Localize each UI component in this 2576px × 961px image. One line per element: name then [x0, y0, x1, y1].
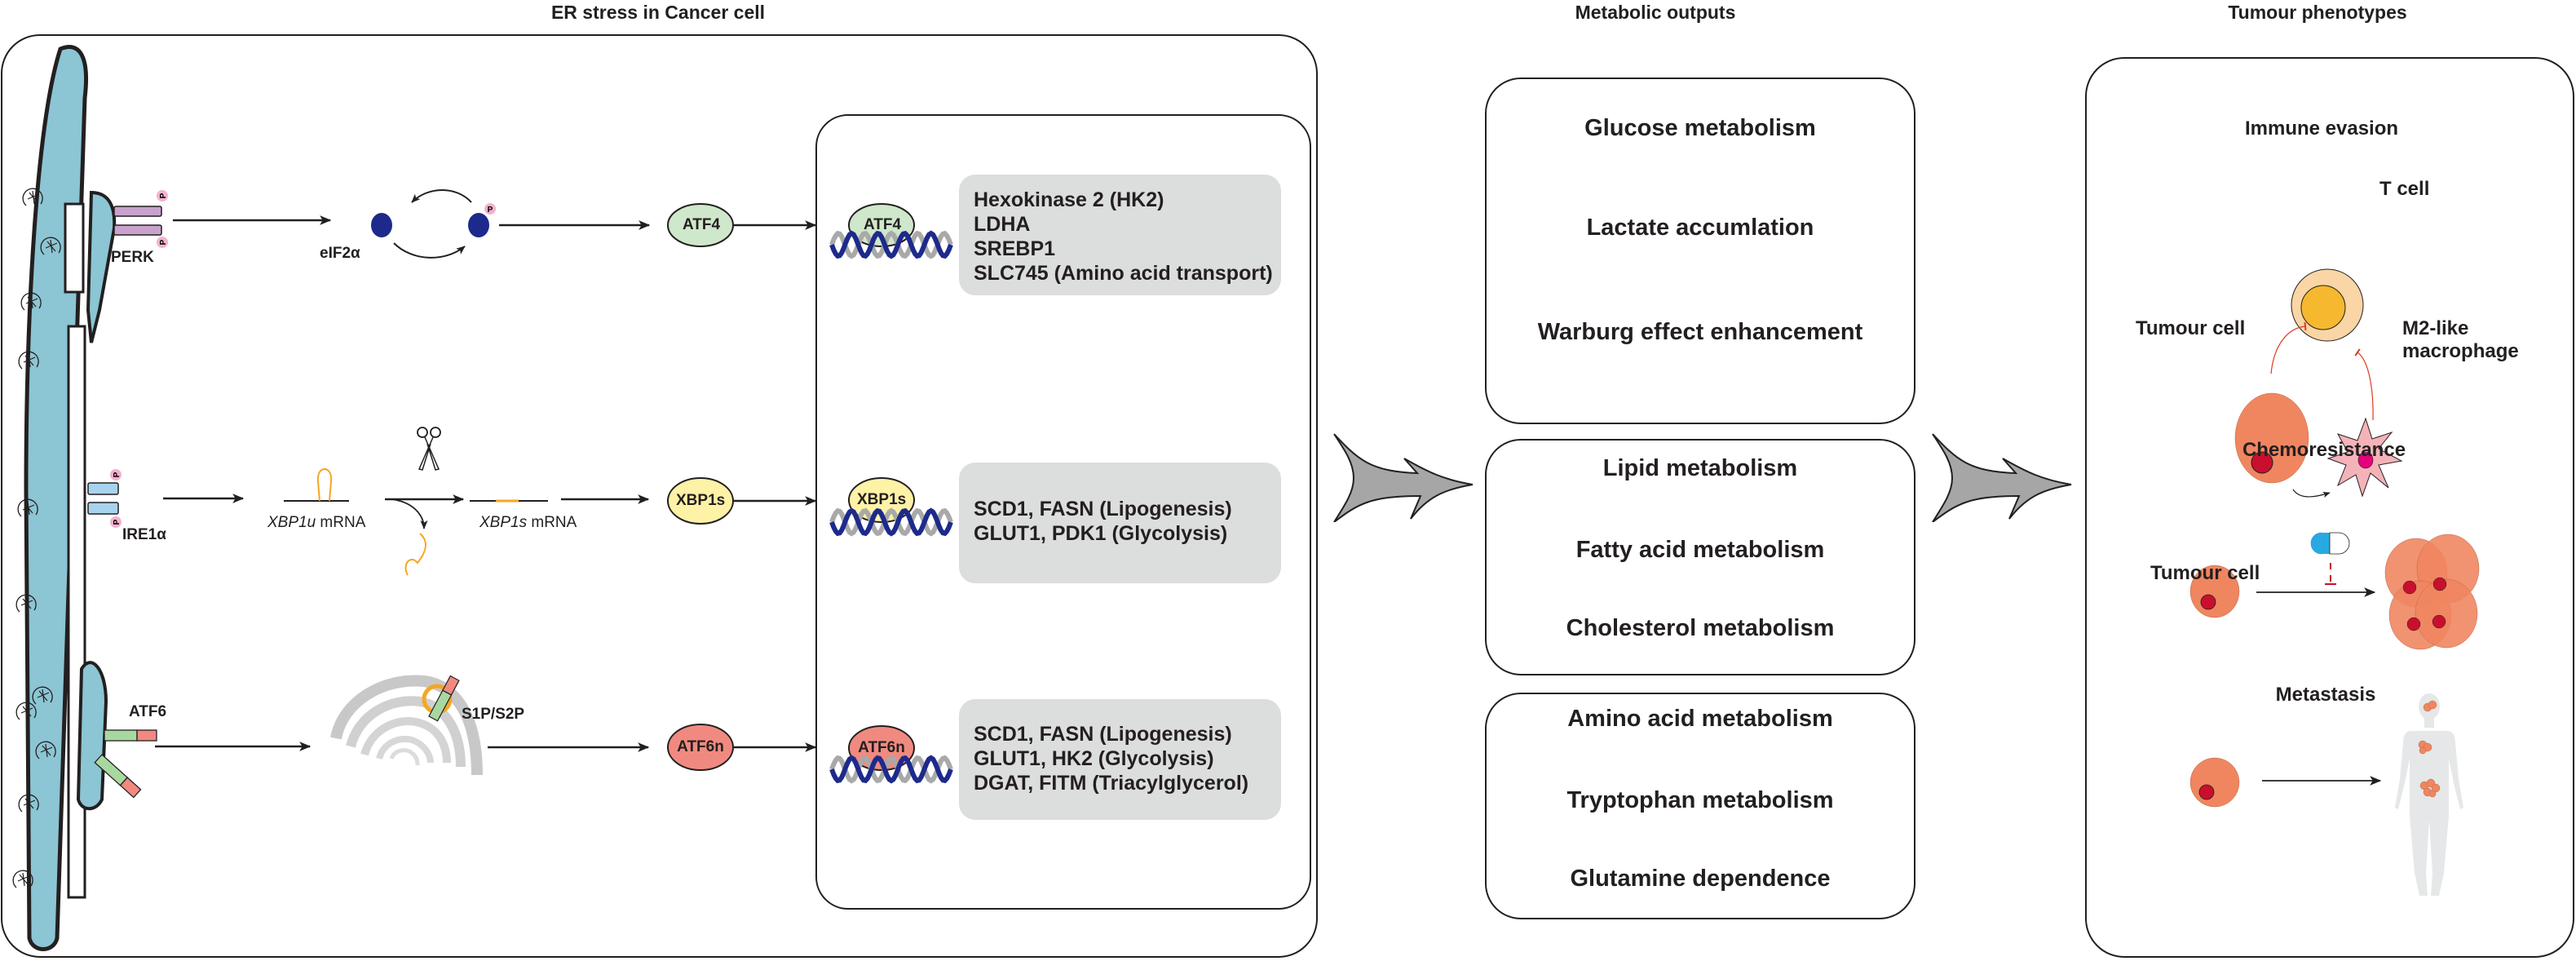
xbp1u-mrna-label: XBP1u mRNA	[267, 514, 365, 532]
big-arrow-2-icon	[1932, 433, 2072, 522]
metabolic-item: Amino acid metabolism	[1567, 706, 1833, 732]
atf6n-cytoplasm-node	[667, 724, 734, 771]
phenotypes-drawing	[2189, 268, 2480, 896]
atf6n-cyto-label: ATF6n	[677, 738, 724, 755]
xbp1u-mrna-icon	[284, 468, 349, 502]
drug-inhibition-line	[2325, 563, 2336, 585]
xbp1s-italic: XBP1s	[479, 514, 528, 531]
excised-intron-icon	[404, 533, 426, 576]
svg-text:P: P	[113, 472, 122, 477]
xbp1s-cyto-label: XBP1s	[676, 492, 726, 509]
metastasis-title: Metastasis	[2275, 684, 2376, 706]
tumour-cell-icon	[2234, 392, 2309, 484]
xbp1u-suffix: mRNA	[316, 514, 366, 531]
gene-item: GLUT1, HK2 (Glycolysis)	[974, 747, 1214, 770]
xbp1u-italic: XBP1u	[267, 514, 316, 531]
er-stress-header: ER stress in Cancer cell	[550, 2, 766, 23]
perk-label: PERK	[111, 249, 154, 266]
tumour-phenotypes-panel	[2085, 57, 2574, 958]
gene-item: DGAT, FITM (Triacylglycerol)	[974, 772, 1249, 795]
gene-item: SCD1, FASN (Lipogenesis)	[974, 498, 1232, 520]
immune-evasion-title: Immune evasion	[2244, 117, 2399, 140]
m2-macrophage-icon	[2326, 417, 2403, 498]
er-membrane-shape	[24, 45, 117, 951]
tumour-cell-label: Tumour cell	[2136, 317, 2246, 339]
s1p-s2p-label: S1P/S2P	[462, 706, 525, 723]
ire1-receptor-icon: P P	[87, 469, 122, 528]
metabolic-item: Glutamine dependence	[1570, 866, 1831, 892]
tumour-cluster-icon	[2384, 534, 2480, 650]
metabolic-item: Tryptophan metabolism	[1566, 787, 1834, 813]
gene-item: SREBP1	[974, 237, 1056, 260]
atf6-protein-icon	[94, 729, 157, 799]
svg-text:P: P	[488, 206, 493, 215]
atf6-label: ATF6	[129, 703, 167, 720]
arrow-intron-removed	[391, 498, 428, 529]
eif2a-label: eIF2α	[320, 245, 360, 262]
atf4-nuclear-label: ATF4	[864, 216, 902, 233]
er-pathways-drawing: P P P P P	[12, 45, 953, 951]
dna-helix-icon	[829, 755, 953, 784]
tumour-cell-primary-icon	[2189, 757, 2240, 808]
metabolic-item: Lipid metabolism	[1602, 455, 1798, 481]
macrophage-label-line2: macrophage	[2402, 340, 2519, 362]
eif2a-cycle-icon: P	[371, 189, 496, 259]
xbp1s-nuclear-label: XBP1s	[857, 491, 907, 508]
macrophage-label-line1: M2-like	[2402, 317, 2469, 339]
gene-item: GLUT1, PDK1 (Glycolysis)	[974, 522, 1228, 545]
ire1-label: IRE1α	[122, 526, 166, 543]
gene-item: SLC745 (Amino acid transport)	[974, 262, 1273, 285]
atf4-target-genes: Hexokinase 2 (HK2) LDHA SREBP1 SLC745 (A…	[959, 175, 1281, 295]
big-arrow-1-icon	[1333, 433, 1474, 522]
tumour-cell-single-icon	[2189, 565, 2240, 618]
dna-helix-icon	[829, 507, 953, 537]
metabolic-item: Glucose metabolism	[1584, 115, 1816, 141]
t-cell-icon	[2291, 268, 2364, 342]
atf4-cyto-label: ATF4	[683, 216, 721, 233]
tumour-phenotypes-header: Tumour phenotypes	[2228, 2, 2407, 23]
xbp1s-mrna-label: XBP1s mRNA	[479, 514, 577, 532]
svg-text:P: P	[159, 193, 168, 198]
metastasis-sites-icon	[2418, 700, 2441, 798]
metabolic-item: Fatty acid metabolism	[1575, 537, 1825, 563]
gene-item: Hexokinase 2 (HK2)	[974, 188, 1164, 211]
t-cell-label: T cell	[2379, 178, 2430, 200]
drug-capsule-icon	[2310, 532, 2350, 555]
atf4-cytoplasm-node	[667, 203, 734, 247]
perk-receptor-icon: P P	[113, 190, 168, 248]
s1p-s2p-protease-icon	[422, 675, 460, 722]
inhibit-arrow-macrophage-tcell	[2354, 348, 2374, 421]
metabolic-item: Warburg effect enhancement	[1537, 319, 1863, 345]
svg-text:P: P	[113, 519, 122, 525]
metabolic-item: Cholesterol metabolism	[1566, 615, 1835, 641]
chemoresistance-title: Chemoresistance	[2242, 439, 2406, 461]
metabolic-item: Lactate accumlation	[1586, 215, 1814, 241]
metabolic-group-lipid: Lipid metabolism Fatty acid metabolism C…	[1485, 439, 1915, 675]
inhibit-arrow-tumour-tcell	[2270, 321, 2307, 374]
metabolic-outputs-header: Metabolic outputs	[1575, 2, 1736, 23]
atf6n-nuclear-label: ATF6n	[858, 739, 905, 756]
xbp1s-suffix: mRNA	[527, 514, 577, 531]
arrow-tumour-macrophage	[2292, 489, 2331, 498]
xbp1s-cytoplasm-node	[667, 477, 734, 525]
xbp1s-target-genes: SCD1, FASN (Lipogenesis) GLUT1, PDK1 (Gl…	[959, 463, 1281, 583]
atf6n-target-genes: SCD1, FASN (Lipogenesis) GLUT1, HK2 (Gly…	[959, 699, 1281, 820]
metabolic-group-amino-acid: Amino acid metabolism Tryptophan metabol…	[1485, 693, 1915, 919]
chemo-tumour-cell-label: Tumour cell	[2150, 562, 2260, 584]
gene-item: LDHA	[974, 213, 1031, 236]
human-body-icon	[2395, 693, 2463, 896]
svg-text:P: P	[159, 239, 168, 245]
golgi-icon	[330, 675, 483, 776]
scissors-icon	[417, 427, 441, 471]
gene-item: SCD1, FASN (Lipogenesis)	[974, 723, 1232, 746]
metabolic-group-glucose: Glucose metabolism Lactate accumlation W…	[1485, 78, 1915, 424]
dna-helix-icon	[829, 230, 953, 259]
